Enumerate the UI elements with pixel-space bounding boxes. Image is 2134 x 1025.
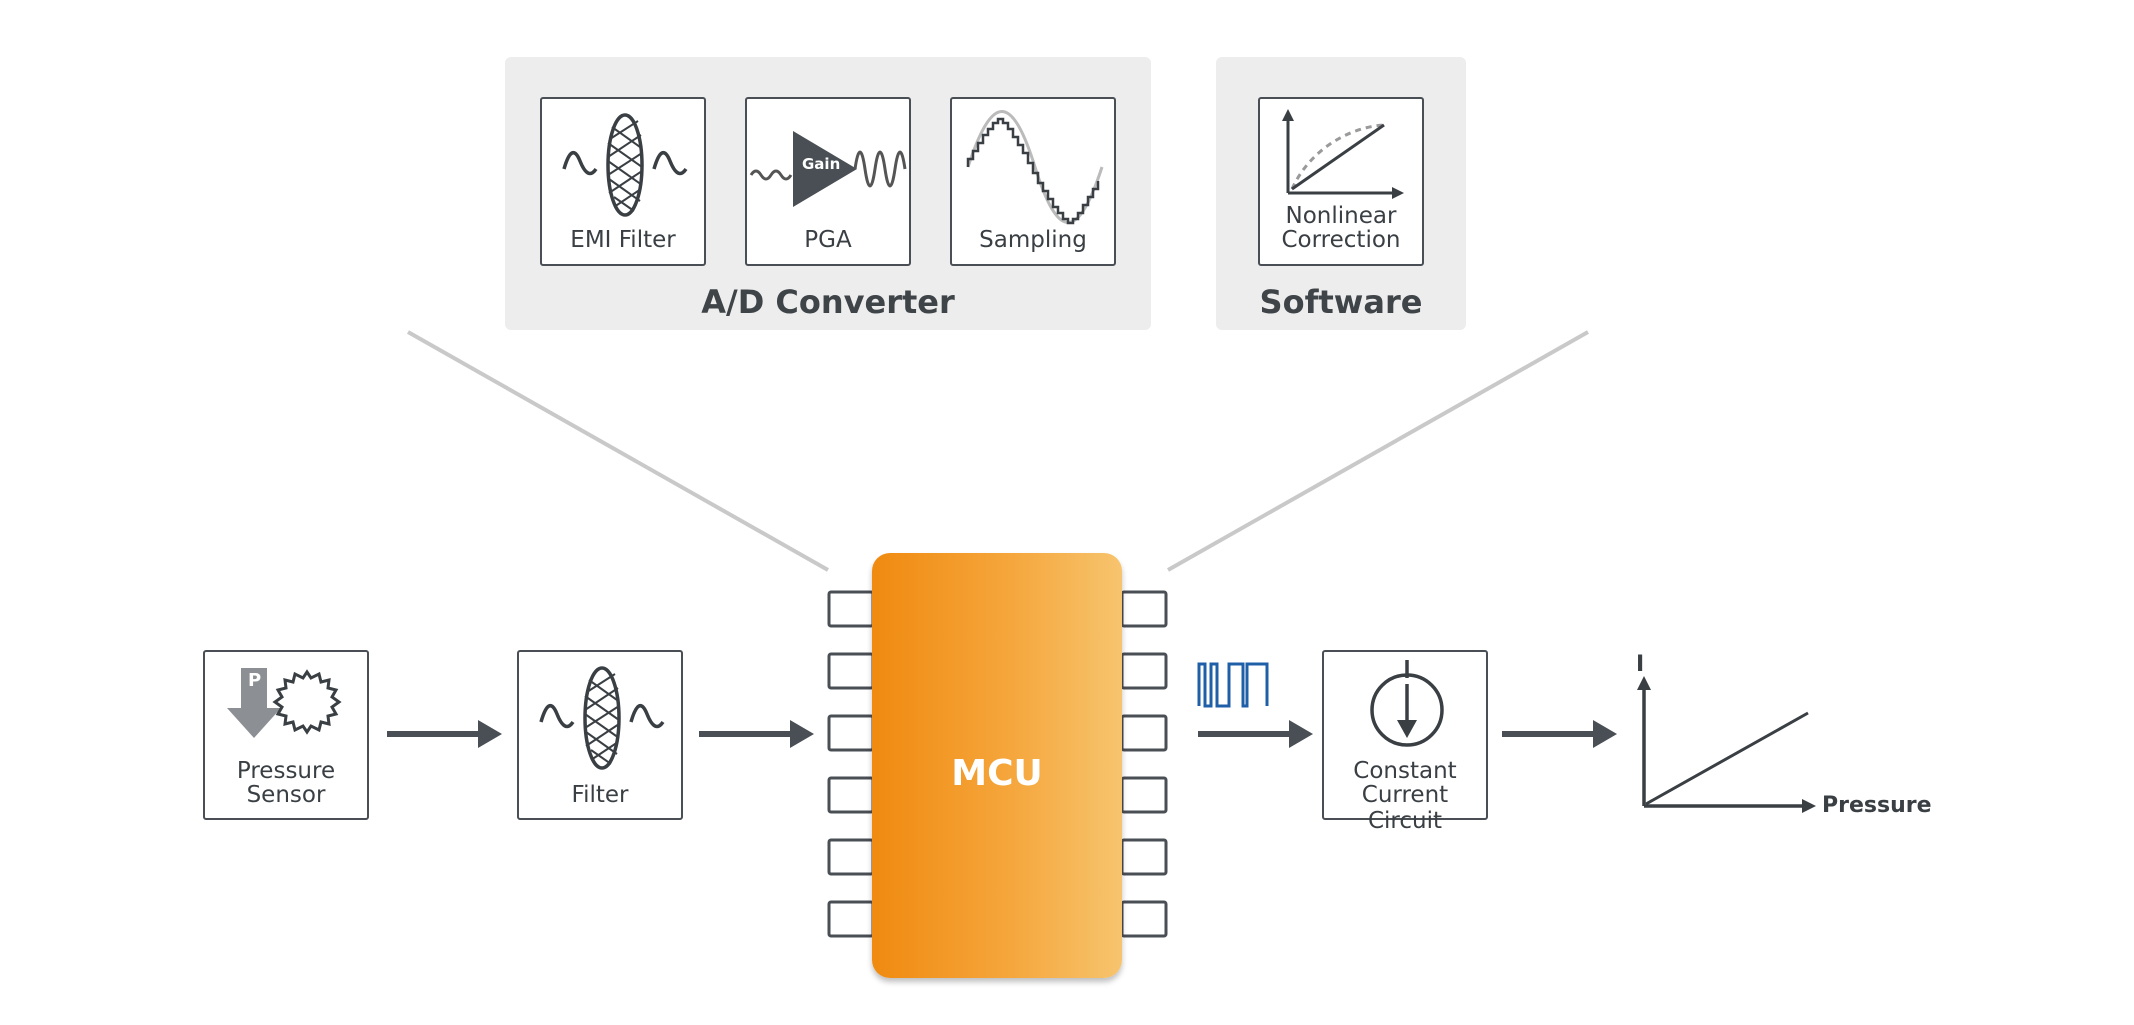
current-source-icon: [1370, 660, 1444, 747]
sampling-label: Sampling: [979, 227, 1087, 253]
connector-software-to-mcu: [1167, 330, 1589, 572]
arrow-current-to-output: [1502, 731, 1598, 737]
nonlinear-correction-box: Nonlinear Correction: [1258, 97, 1424, 266]
output-graph: [1637, 676, 1816, 813]
nonlinear-label-line1: Nonlinear: [1285, 203, 1397, 229]
emi-filter-icon: [562, 113, 688, 217]
filter-icon: [539, 666, 665, 770]
connector-ad-to-mcu: [407, 330, 829, 572]
constant-current-box: Constant Current Circuit: [1322, 650, 1488, 834]
pwm-signal-icon: [1197, 662, 1269, 708]
emi-filter-box: EMI Filter: [540, 97, 706, 266]
nonlinear-label-line2: Correction: [1281, 227, 1401, 253]
filter-label: Filter: [571, 782, 629, 808]
amplifier-icon: [749, 131, 907, 207]
ad-converter-panel: EMI Filter Gain PGA Sampling A/D Convert…: [505, 57, 1151, 330]
pressure-sensor-icon: [227, 668, 342, 738]
pga-box: Gain PGA: [745, 97, 911, 266]
arrow-filter-to-mcu: [699, 731, 795, 737]
output-x-label: Pressure: [1822, 793, 1932, 818]
nonlinear-curve-icon: [1282, 109, 1404, 199]
filter-box: Filter: [517, 650, 683, 820]
constant-current-label-line2: Current Circuit: [1361, 782, 1449, 834]
arrow-sensor-to-filter: [387, 731, 483, 737]
ad-converter-title: A/D Converter: [701, 283, 955, 321]
mcu-label: MCU: [951, 753, 1043, 794]
emi-filter-label: EMI Filter: [570, 227, 676, 253]
mcu-chip: MCU: [872, 553, 1122, 978]
pressure-sensor-label-line1: Pressure: [236, 758, 336, 784]
gain-label: Gain: [802, 155, 841, 173]
sampling-wave-icon: [966, 110, 1104, 225]
pressure-sensor-box: P Pressure Sensor: [203, 650, 369, 820]
pga-label: PGA: [804, 227, 852, 253]
pressure-icon-letter: P: [248, 670, 262, 691]
software-panel: Nonlinear Correction Software: [1216, 57, 1466, 330]
output-y-label: I: [1636, 652, 1645, 677]
pressure-sensor-label-line2: Sensor: [246, 782, 326, 808]
arrow-mcu-to-current: [1198, 731, 1294, 737]
software-title: Software: [1259, 283, 1423, 321]
output-line: [1645, 711, 1809, 806]
constant-current-label-line1: Constant: [1353, 758, 1457, 784]
sampling-box: Sampling: [950, 97, 1116, 266]
